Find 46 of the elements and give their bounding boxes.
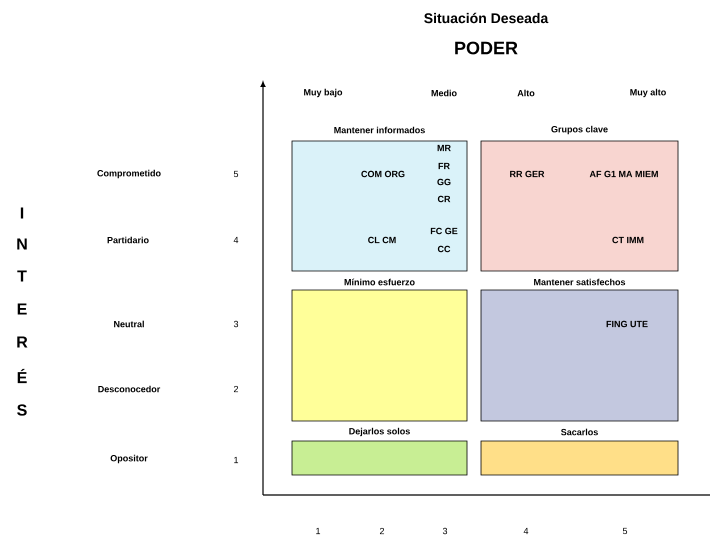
stakeholder-label: CT IMM <box>612 236 644 244</box>
stakeholder-label: MR <box>438 144 451 152</box>
tick-label: 2 <box>380 528 384 534</box>
axis-title: PODER <box>455 42 518 54</box>
tick-label: 3 <box>442 528 448 534</box>
stakeholder-label: COM ORG <box>361 170 404 178</box>
tick-label: 4 <box>524 528 528 534</box>
stakeholder-label: CL CM <box>368 236 396 244</box>
quadrant-title: Grupos clave <box>551 126 608 134</box>
axis-title-letter: É <box>18 368 27 384</box>
axis-title-letter: R <box>17 336 28 348</box>
quadrant-title: Mantener satisfechos <box>534 278 626 286</box>
column-header: Alto <box>517 90 534 96</box>
stakeholder-label: RR GER <box>510 170 544 178</box>
title: Situación Deseada <box>424 12 548 24</box>
row-header: Partidario <box>108 236 149 244</box>
row-header: Opositor <box>110 454 148 464</box>
tick-label: 1 <box>234 456 238 464</box>
stakeholder-label: GG <box>437 178 450 186</box>
tick-label: 3 <box>234 320 238 328</box>
row-header: Comprometido <box>97 170 161 178</box>
stakeholder-label: AF G1 MA MIEM <box>590 170 658 178</box>
quadrant-title: Sacarlos <box>561 428 598 436</box>
quadrant-title: Mínimo esfuerzo <box>344 278 415 286</box>
row-header: Desconocedor <box>98 386 160 392</box>
axis-title-letter: N <box>17 238 27 250</box>
stakeholder-label: FC GE <box>430 228 458 234</box>
stakeholder-label: FR <box>438 162 450 170</box>
tick-label: 5 <box>622 528 628 534</box>
tick-label: 4 <box>234 236 238 244</box>
column-header: Muy alto <box>630 88 666 98</box>
axis-title-letter: T <box>17 270 27 282</box>
stakeholder-label: CC <box>438 246 450 252</box>
axis-title-letter: E <box>18 304 27 314</box>
tick-label: 5 <box>234 170 238 178</box>
column-header: Muy bajo <box>304 88 342 98</box>
stakeholder-label: FING UTE <box>606 320 648 328</box>
row-header: Neutral <box>114 320 144 328</box>
tick-label: 1 <box>316 528 320 534</box>
quadrant-title: Dejarlos solos <box>349 428 410 436</box>
axis-title-letter: S <box>17 404 27 416</box>
column-header: Medio <box>432 90 457 96</box>
axis-title-letter: I <box>20 208 24 218</box>
stakeholder-label: CR <box>438 196 450 202</box>
quadrant-title: Mantener informados <box>334 126 425 134</box>
tick-label: 2 <box>234 386 238 392</box>
